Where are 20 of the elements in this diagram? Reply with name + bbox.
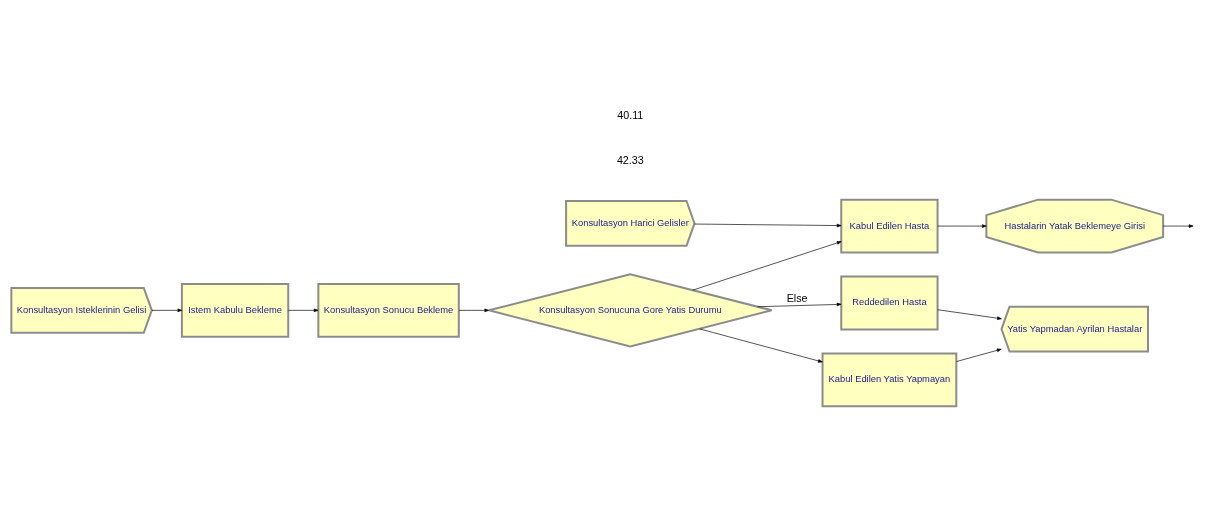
node-box: Kabul Edilen Hasta: [840, 198, 939, 253]
node-box: Reddedilen Hasta: [840, 275, 939, 330]
node-box: Istem Kabulu Bekleme: [180, 282, 290, 338]
arrow: [937, 308, 1002, 320]
label: 42.33: [616, 153, 644, 166]
node-box: Kabul Edilen Yatis Yapmayan: [821, 352, 958, 407]
arrow: [458, 308, 490, 312]
arrow: [1162, 223, 1194, 228]
arrow: [694, 223, 842, 227]
node-diamond: Konsultasyon Sonucuna Gore Yatis Durumu: [487, 272, 773, 347]
arrow: [151, 308, 183, 312]
arrow: [937, 223, 987, 228]
label: 40.11: [617, 108, 644, 121]
arrow: [288, 308, 319, 312]
edge-label: Else: [786, 291, 808, 304]
arrow: [692, 240, 842, 290]
node-box: Konsultasyon Sonucu Bekleme: [317, 282, 460, 338]
arrow: [757, 302, 842, 307]
arrow: [956, 348, 1002, 362]
arrow: [699, 328, 823, 363]
